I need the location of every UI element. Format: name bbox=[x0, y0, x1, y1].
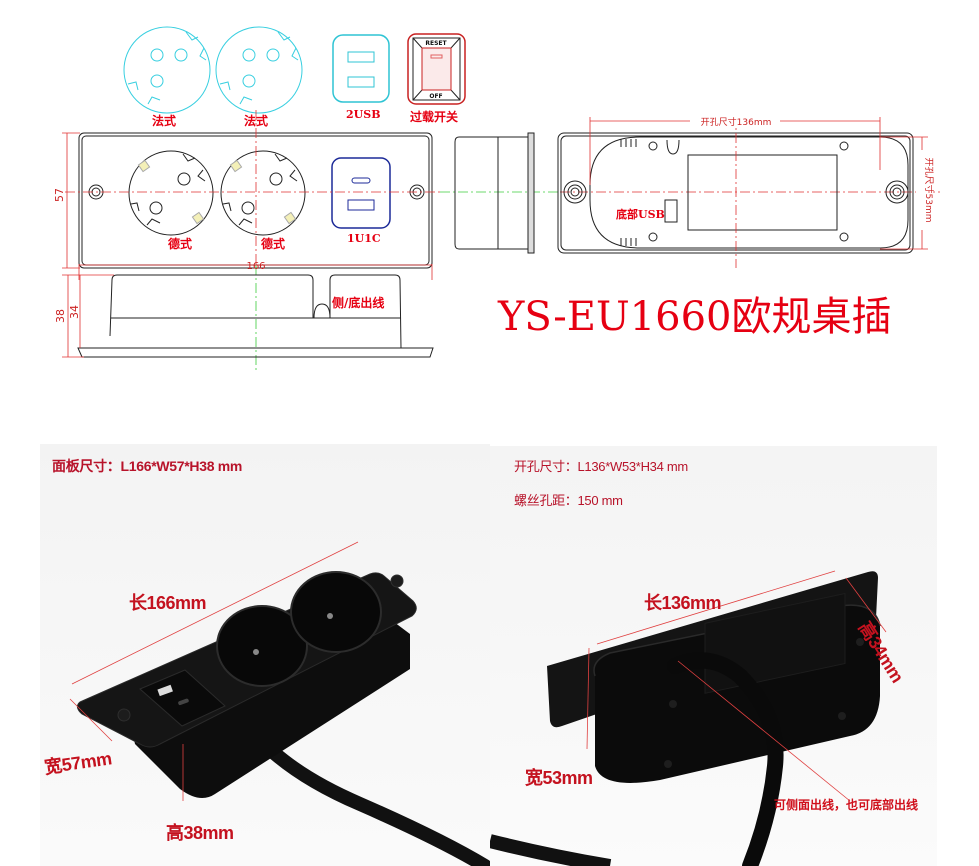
french-socket-2-label: 法式 bbox=[244, 114, 269, 128]
technical-drawing: RESET OFF bbox=[0, 0, 979, 380]
socket-bottom-illustration bbox=[490, 570, 887, 866]
side-dimension-lines bbox=[62, 274, 114, 358]
cutout-length-label: 开孔尺寸136mm bbox=[701, 116, 772, 128]
product-photo-bottom-view: 开孔尺寸：L136*W53*H34 mm 螺丝孔距：150 mm 长136mm … bbox=[490, 446, 937, 866]
length-136-label: 长136mm bbox=[644, 593, 722, 613]
side-view-body bbox=[77, 274, 434, 358]
cutout-width-label: 开孔尺寸53mm bbox=[923, 158, 935, 223]
end-view-body bbox=[454, 132, 535, 254]
product-title: YS-EU1660欧规桌插 bbox=[498, 294, 892, 340]
length-166-label: 长166mm bbox=[129, 593, 207, 613]
front-dimension-lines bbox=[62, 132, 433, 280]
width-dim-label: 57 bbox=[53, 188, 66, 202]
german-socket-1-icon bbox=[128, 150, 214, 236]
french-socket-2-icon bbox=[215, 26, 303, 114]
switch-off-text: OFF bbox=[429, 93, 442, 100]
overload-switch-icon bbox=[407, 33, 466, 105]
usb-a-c-module-icon bbox=[331, 157, 391, 229]
height-outer-dim-label: 38 bbox=[54, 309, 67, 323]
panel-size-spec: 面板尺寸：L166*W57*H38 mm bbox=[52, 458, 243, 474]
width-53-label: 宽53mm bbox=[525, 768, 593, 788]
french-socket-1-label: 法式 bbox=[152, 114, 177, 128]
german-socket-2-label: 德式 bbox=[261, 237, 286, 251]
side-outlet-label: 侧/底出线 bbox=[332, 296, 385, 310]
length-dim-label: 166 bbox=[246, 261, 265, 272]
bottom-usb-label: 底部USB bbox=[616, 208, 665, 221]
cutout-size-spec: 开孔尺寸：L136*W53*H34 mm bbox=[514, 459, 688, 474]
switch-reset-text: RESET bbox=[425, 40, 447, 47]
socket-top-illustration bbox=[69, 541, 490, 866]
cable-exit-note: 可侧面出线，也可底部出线 bbox=[774, 798, 919, 812]
front-view-plate bbox=[78, 132, 433, 269]
usb-module-label: 2USB bbox=[346, 108, 381, 121]
drawing-canvas: RESET OFF bbox=[53, 26, 940, 372]
french-socket-1-icon bbox=[123, 26, 211, 114]
german-socket-1-label: 德式 bbox=[168, 237, 193, 251]
dual-usb-module-icon bbox=[332, 34, 390, 103]
overload-switch-label: 过载开关 bbox=[410, 110, 459, 124]
product-photo-top-view: 面板尺寸：L166*W57*H38 mm 长166mm 宽57mm 高38mm bbox=[40, 444, 490, 866]
usb-c-module-label: 1U1C bbox=[347, 232, 381, 245]
height-inner-dim-label: 34 bbox=[68, 305, 81, 319]
german-socket-2-icon bbox=[220, 150, 306, 236]
screw-spacing-spec: 螺丝孔距：150 mm bbox=[514, 493, 623, 508]
height-38-label: 高38mm bbox=[166, 823, 234, 843]
bottom-view-plate bbox=[557, 132, 914, 254]
